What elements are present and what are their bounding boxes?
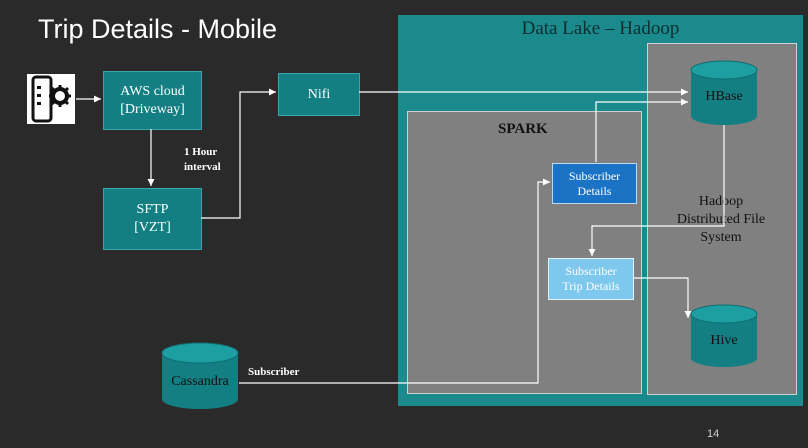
sftp-label-line1: SFTP (136, 202, 169, 217)
hive-label: Hive (710, 333, 738, 348)
slide-title: Trip Details - Mobile (38, 14, 278, 44)
spark-container (407, 111, 642, 394)
aws-cloud-node: AWS cloud [Driveway] (103, 71, 202, 130)
hdfs-line3: System (700, 230, 742, 245)
subscriber-details-line2: Details (577, 183, 612, 198)
edge-hbase-subtrip (588, 125, 725, 256)
spark-label: SPARK (498, 121, 548, 137)
hive-cylinder (690, 304, 758, 367)
hbase-cylinder (690, 60, 758, 125)
interval-line1: 1 Hour (184, 146, 218, 158)
subscriber-trip-line2: Trip Details (562, 279, 620, 293)
nifi-node: Nifi (278, 73, 360, 116)
hbase-label: HBase (705, 89, 743, 104)
data-lake-title: Data Lake – Hadoop (521, 18, 680, 39)
aws-label-line2: [Driveway] (120, 101, 185, 117)
cassandra-cylinder (161, 342, 239, 409)
edge-subtrip-hive (633, 277, 692, 318)
edge-subdetails-hbase (595, 98, 688, 162)
mobile-settings-icon (27, 74, 75, 124)
subscriber-edge-label: Subscriber (248, 366, 300, 378)
interval-label: 1 Hour interval (184, 145, 221, 175)
hdfs-line2: Distributed File (676, 212, 766, 227)
sftp-label-line2: [VZT] (134, 220, 171, 235)
hdfs-line1: Hadoop (698, 194, 744, 209)
subscriber-trip-line1: Subscriber (565, 264, 617, 278)
page-number: 14 (707, 428, 720, 440)
hdfs-label: Hadoop Distributed File System (650, 193, 792, 247)
subscriber-details-line1: Subscriber (568, 168, 621, 183)
sftp-node: SFTP [VZT] (103, 188, 202, 250)
cassandra-label: Cassandra (171, 374, 229, 389)
interval-line2: interval (184, 161, 221, 173)
edge-cassandra-subdetails (239, 178, 550, 384)
aws-label-line1: AWS cloud (120, 83, 185, 99)
edge-sftp-nifi (201, 88, 276, 219)
